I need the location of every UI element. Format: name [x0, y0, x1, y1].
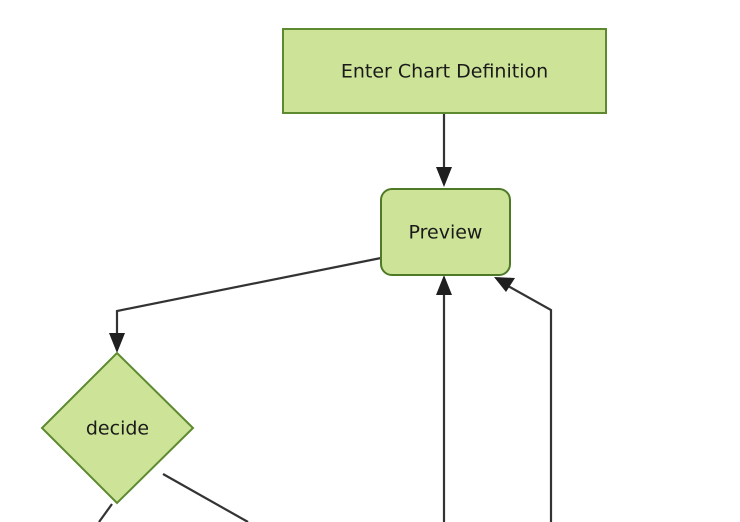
edge-line [507, 285, 553, 522]
node-decide[interactable]: decide [40, 351, 195, 505]
node-rounded-rect[interactable] [380, 188, 511, 276]
arrowhead-up-icon [436, 275, 452, 295]
node-diamond[interactable] [40, 351, 195, 505]
arrowhead-down-icon [436, 167, 452, 187]
node-enter-chart-definition[interactable]: Enter Chart Definition [282, 28, 607, 114]
edge-preview-to-decide [109, 256, 382, 353]
edge-decide-right-out [162, 473, 249, 522]
edge-line [115, 256, 382, 337]
edge-decide-bottom-out [98, 503, 113, 522]
edge-line [162, 473, 249, 522]
edge-enter-to-preview [436, 113, 452, 187]
edge-bottom-center-to-preview [436, 275, 452, 522]
edge-line [98, 503, 113, 522]
arrowhead-down-icon [109, 333, 125, 353]
arrowhead-up-left-icon [494, 277, 515, 292]
edge-bottom-right-to-preview [494, 277, 553, 522]
node-preview[interactable]: Preview [380, 188, 511, 276]
node-rect[interactable] [282, 28, 607, 114]
